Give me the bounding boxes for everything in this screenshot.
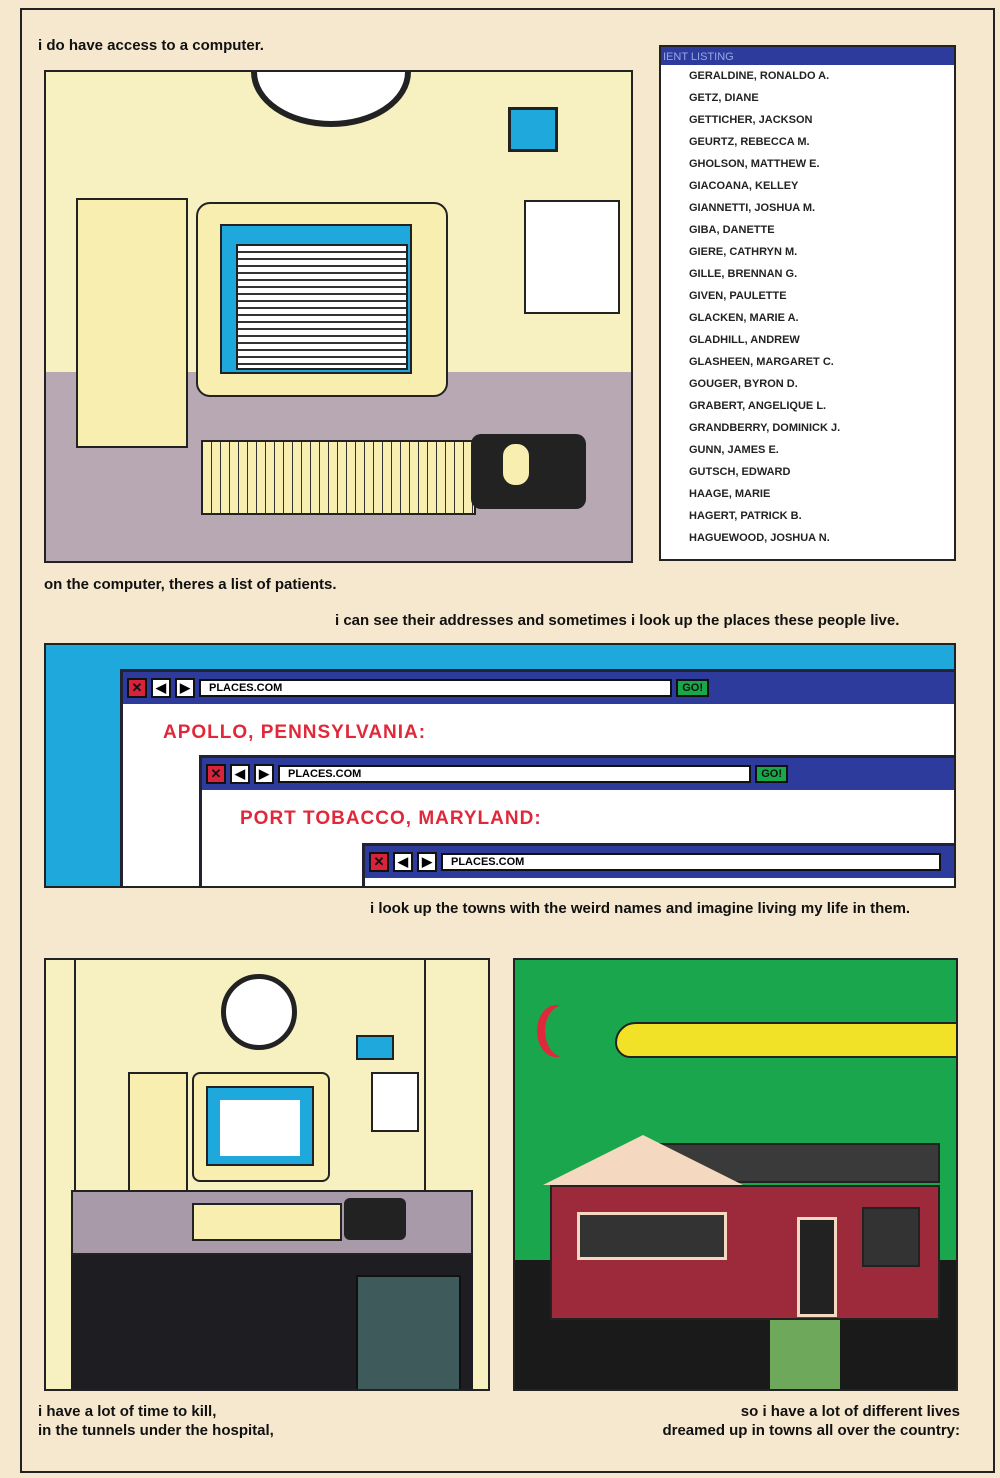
photo-frame (356, 1035, 394, 1060)
town-title: PORT TOBACCO, MARYLAND: (240, 808, 542, 829)
patient-list-item[interactable]: GIBA, DANETTE (689, 224, 775, 236)
caption-1: i do have access to a computer. (38, 37, 264, 54)
patient-list-item[interactable]: HAGUEWOOD, JOSHUA N. (689, 532, 830, 544)
desk-front (71, 1255, 473, 1389)
patient-list-item[interactable]: GLASHEEN, MARGARET C. (689, 356, 834, 368)
wall-paper (524, 200, 620, 314)
walkway (770, 1320, 840, 1389)
patient-list-item[interactable]: HAGERT, PATRICK B. (689, 510, 802, 522)
patient-list-item[interactable]: GRABERT, ANGELIQUE L. (689, 400, 827, 412)
url-input[interactable]: PLACES.COM (441, 853, 941, 871)
mouse-pad (471, 434, 586, 509)
patient-list-item[interactable]: HAAGE, MARIE (689, 488, 771, 500)
close-icon[interactable]: ✕ (127, 678, 147, 698)
patient-list-item[interactable]: GRANDBERRY, DOMINICK J. (689, 422, 841, 434)
wall-paper (371, 1072, 419, 1132)
caption-4: i look up the towns with the weird names… (370, 900, 911, 917)
patient-list-item[interactable]: GOUGER, BYRON D. (689, 378, 798, 390)
page-frame (20, 8, 995, 1473)
monitor (192, 1072, 330, 1182)
computer-tower (128, 1072, 188, 1207)
patient-list-item[interactable]: GILLE, BRENNAN G. (689, 268, 798, 280)
cloud (615, 1022, 956, 1058)
patient-list-item[interactable]: GETZ, DIANE (689, 92, 759, 104)
window (577, 1212, 727, 1260)
caption-2: on the computer, theres a list of patien… (44, 576, 337, 593)
patient-list-item[interactable]: GERALDINE, RONALDO A. (689, 70, 830, 82)
keyboard (192, 1203, 342, 1241)
forward-icon[interactable]: ▶ (417, 852, 437, 872)
patient-list-item[interactable]: GUTSCH, EDWARD (689, 466, 791, 478)
url-input[interactable]: PLACES.COM (278, 765, 752, 783)
url-input[interactable]: PLACES.COM (199, 679, 673, 697)
patient-listing-window: IENT LISTING GERALDINE, RONALDO A. GETZ, … (659, 45, 956, 561)
cubicle-walls (74, 960, 426, 1389)
patient-list-item[interactable]: GIVEN, PAULETTE (689, 290, 787, 302)
caption-6: so i have a lot of different lives dream… (662, 1403, 960, 1439)
forward-icon[interactable]: ▶ (254, 764, 274, 784)
back-icon[interactable]: ◀ (230, 764, 250, 784)
keyboard (201, 440, 476, 515)
window (862, 1207, 920, 1267)
panel-dream-house (513, 958, 958, 1391)
patient-list-item[interactable]: GETTICHER, JACKSON (689, 114, 813, 126)
mouse (501, 442, 531, 487)
mouse-pad (344, 1198, 406, 1240)
door (797, 1217, 837, 1317)
patient-list-item[interactable]: GEURTZ, REBECCA M. (689, 136, 810, 148)
caption-5: i have a lot of time to kill, in the tun… (38, 1403, 274, 1439)
panel-office-computer (44, 70, 633, 563)
clock-icon (221, 974, 297, 1050)
gable (543, 1135, 743, 1185)
back-icon[interactable]: ◀ (393, 852, 413, 872)
close-icon[interactable]: ✕ (206, 764, 226, 784)
monitor (196, 202, 448, 397)
patient-list-item[interactable]: GHOLSON, MATTHEW E. (689, 158, 820, 170)
go-button[interactable]: GO! (676, 679, 709, 697)
go-button[interactable]: GO! (755, 765, 788, 783)
patient-listing-header: IENT LISTING (661, 47, 954, 65)
house-wall (550, 1185, 940, 1320)
patient-list-item[interactable]: GLACKEN, MARIE A. (689, 312, 799, 324)
photo-frame (508, 107, 558, 152)
patient-list-item[interactable]: GLADHILL, ANDREW (689, 334, 800, 346)
moon-icon (545, 1005, 583, 1057)
caption-3: i can see their addresses and sometimes … (335, 612, 900, 629)
patient-list-item[interactable]: GIANNETTI, JOSHUA M. (689, 202, 816, 214)
close-icon[interactable]: ✕ (369, 852, 389, 872)
panel-office-desk (44, 958, 490, 1391)
browser-window-3: ✕◀▶PLACES.COM (362, 843, 954, 886)
patient-list-item[interactable]: GUNN, JAMES E. (689, 444, 779, 456)
back-icon[interactable]: ◀ (151, 678, 171, 698)
clock-icon (251, 72, 411, 127)
forward-icon[interactable]: ▶ (175, 678, 195, 698)
patient-list-item[interactable]: GIERE, CATHRYN M. (689, 246, 798, 258)
patient-list-item[interactable]: GIACOANA, KELLEY (689, 180, 799, 192)
town-title: APOLLO, PENNSYLVANIA: (163, 722, 427, 743)
computer-tower (76, 198, 188, 448)
